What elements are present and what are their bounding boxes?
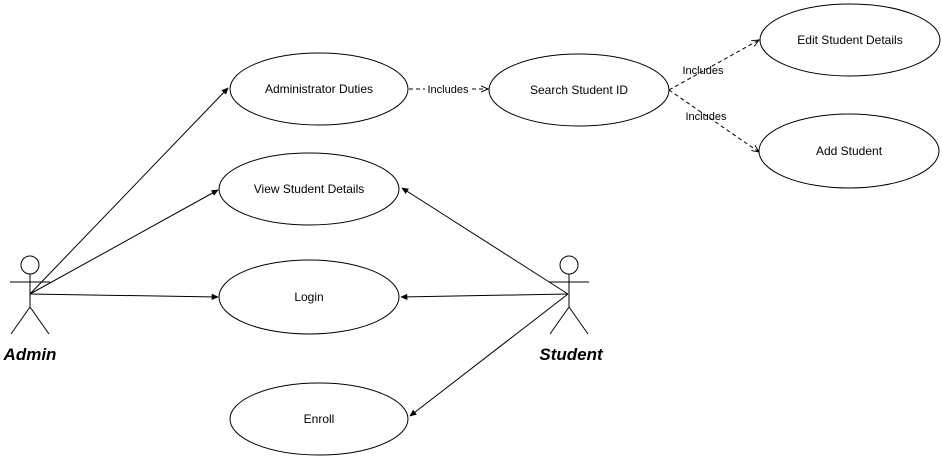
use-case-edit-student-details-label: Edit Student Details: [797, 33, 902, 47]
assoc-admin-view-student-details: [29, 189, 219, 295]
admin-associations: [29, 87, 229, 301]
use-case-administrator-duties-label: Administrator Duties: [265, 82, 373, 96]
use-case-add-student-label: Add Student: [816, 144, 883, 158]
include-search-add-line: [668, 89, 759, 152]
include-search-edit-label: Includes: [683, 65, 724, 77]
assoc-student-enroll: [409, 293, 569, 417]
stick-figure-icon: [10, 255, 50, 335]
actor-admin-label: Admin: [3, 345, 57, 364]
use-case-edit-student-details[interactable]: Edit Student Details: [759, 3, 941, 77]
assoc-student-view-student-details: [401, 187, 569, 295]
assoc-student-login: [400, 293, 569, 301]
include-search-edit-line: [668, 40, 759, 91]
student-associations: [400, 187, 569, 417]
actor-student[interactable]: Student: [539, 255, 604, 364]
include-admin-search-label: Includes: [428, 84, 469, 96]
actor-student-label: Student: [539, 345, 604, 364]
use-case-search-student-id-label: Search Student ID: [530, 83, 628, 97]
use-case-search-student-id[interactable]: Search Student ID: [488, 53, 670, 127]
include-search-add-label: Includes: [686, 111, 727, 123]
use-case-view-student-details[interactable]: View Student Details: [218, 152, 400, 226]
use-case-login-label: Login: [294, 290, 323, 304]
use-case-login[interactable]: Login: [218, 259, 400, 335]
use-case-view-student-details-label: View Student Details: [254, 182, 365, 196]
include-relations: Includes Includes Includes: [409, 40, 759, 152]
stick-figure-icon: [549, 255, 589, 335]
assoc-admin-login: [29, 293, 219, 301]
actor-admin[interactable]: Admin: [3, 255, 57, 364]
use-case-enroll[interactable]: Enroll: [229, 382, 409, 456]
use-case-administrator-duties[interactable]: Administrator Duties: [229, 52, 409, 126]
use-case-enroll-label: Enroll: [304, 412, 335, 426]
assoc-admin-administrator-duties: [29, 87, 229, 295]
use-case-add-student[interactable]: Add Student: [758, 113, 940, 189]
